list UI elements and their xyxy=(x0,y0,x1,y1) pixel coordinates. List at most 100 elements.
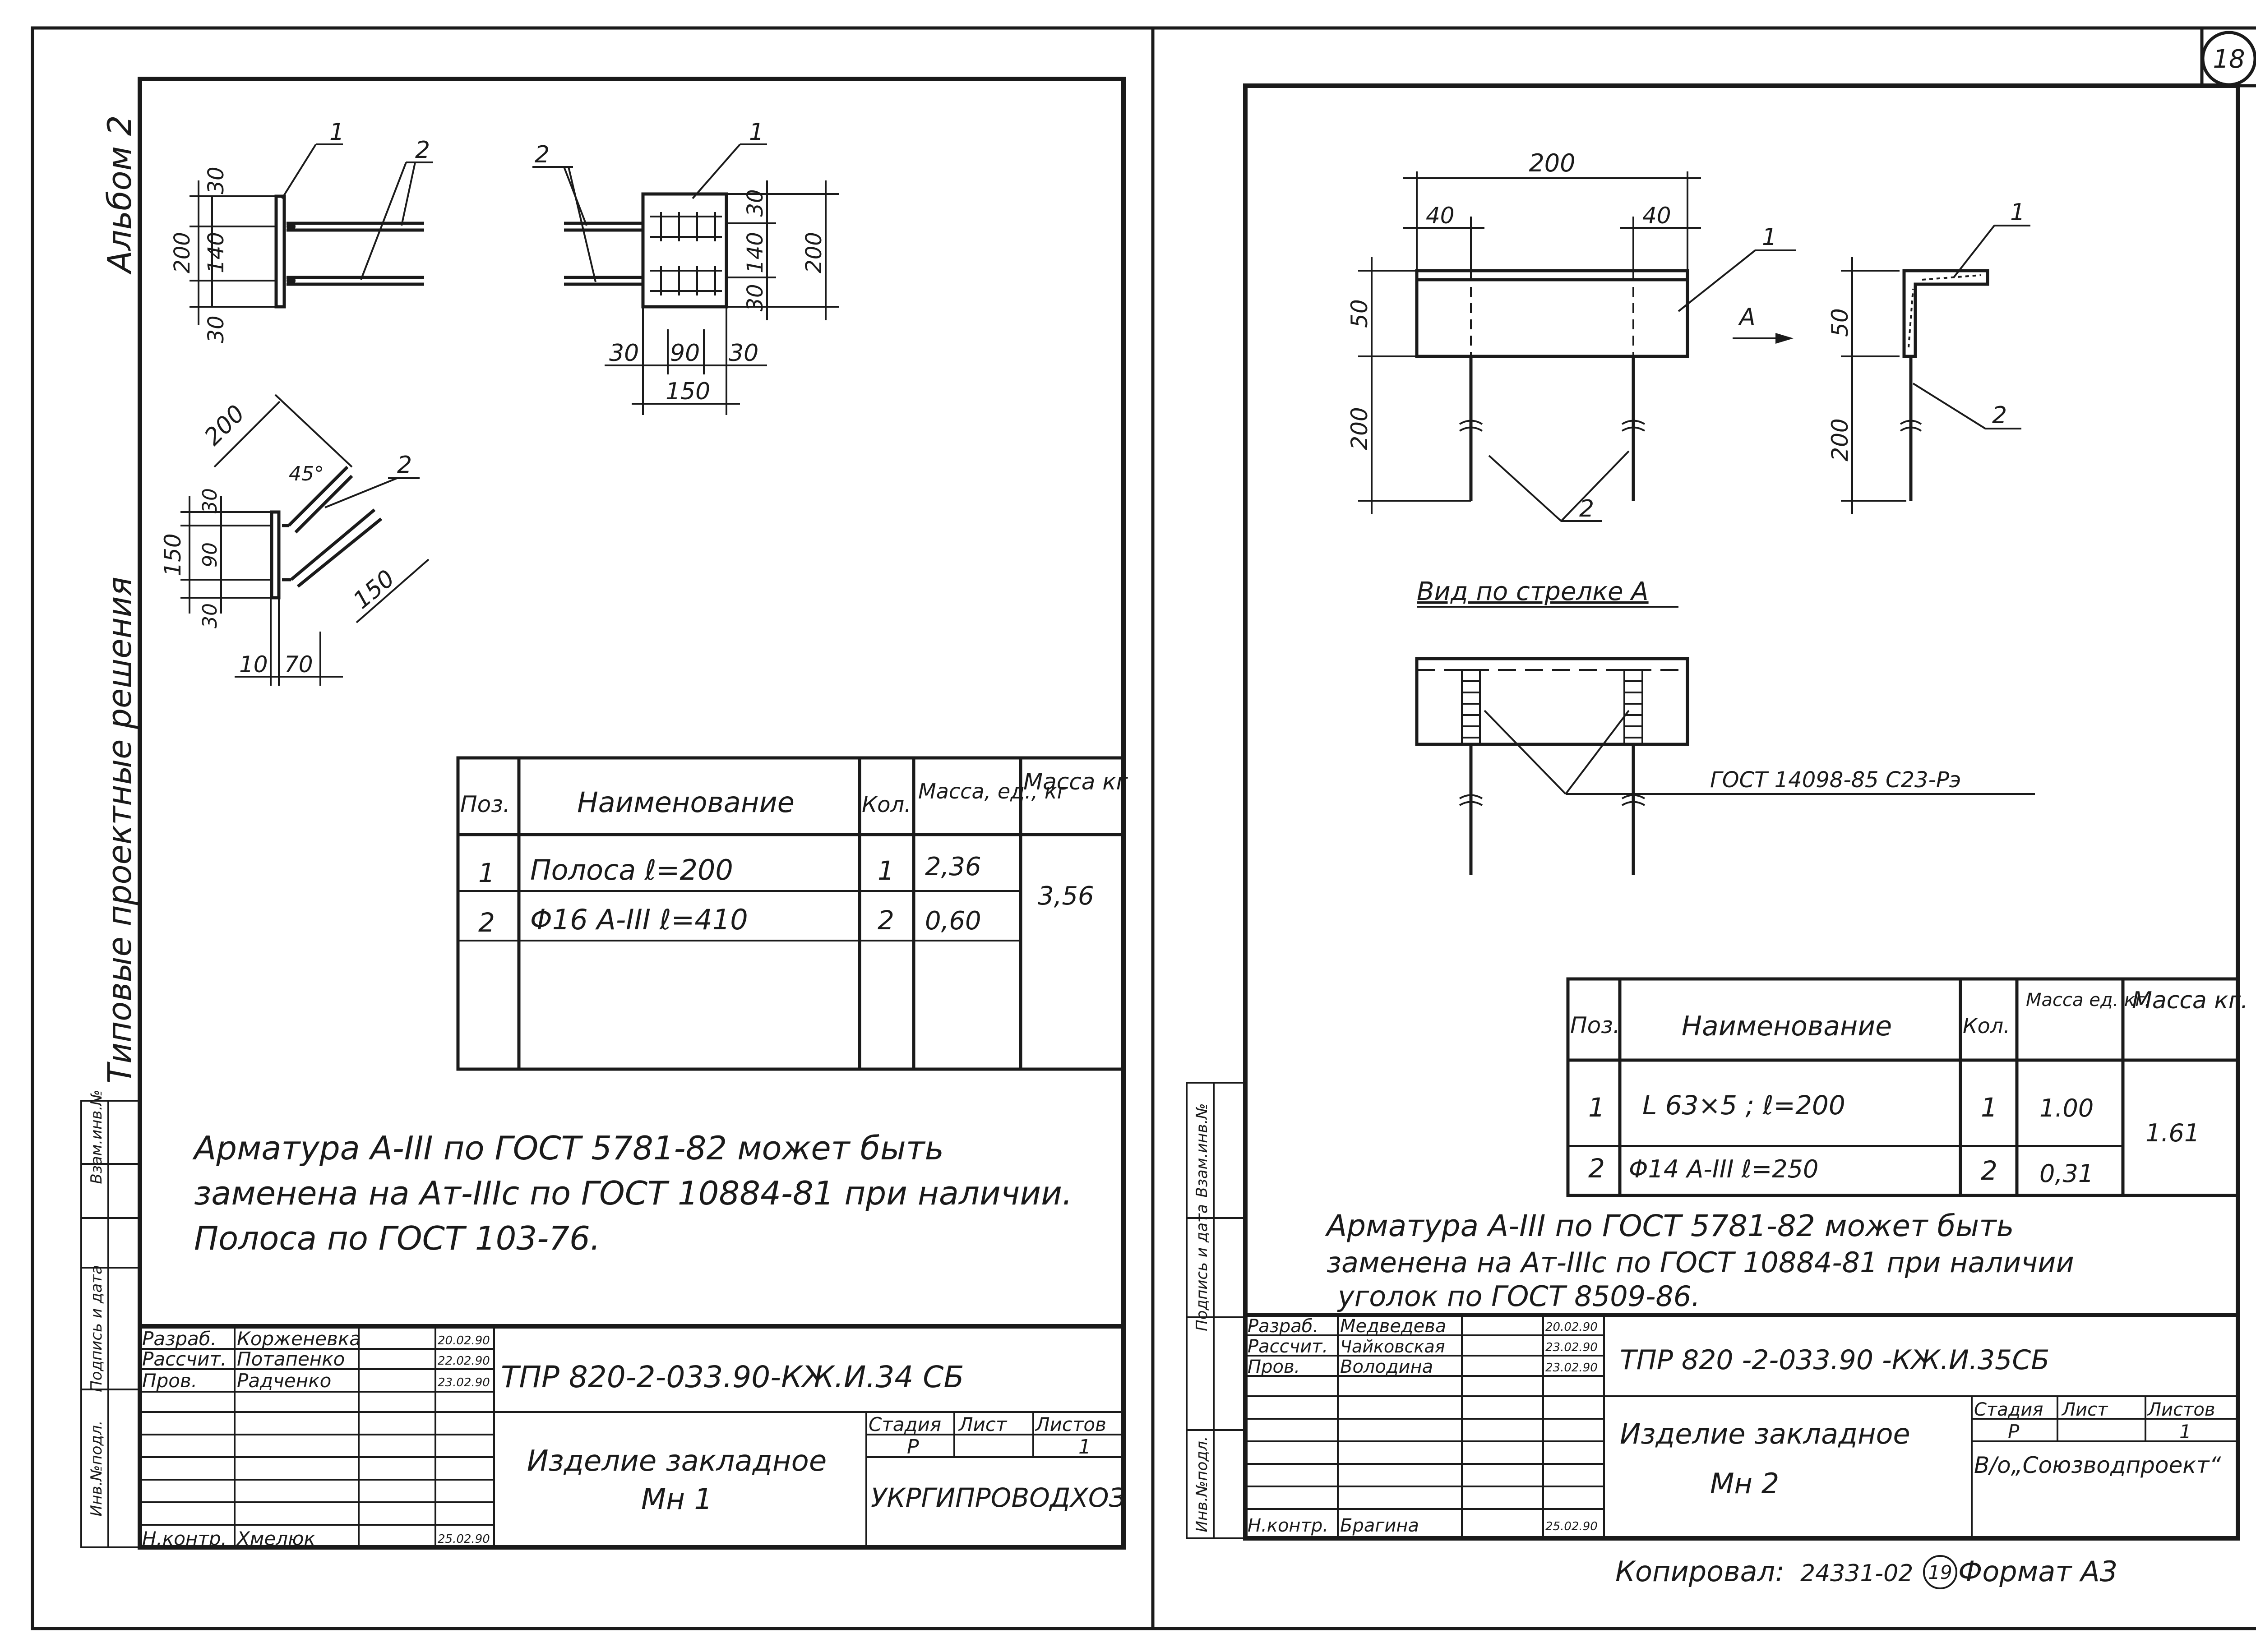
spec-h-name: Наименование xyxy=(577,786,795,819)
svg-text:23.02.90: 23.02.90 xyxy=(1545,1361,1598,1375)
svg-text:Кол.: Кол. xyxy=(1963,1014,2010,1038)
outer-frame xyxy=(31,26,2256,1630)
svg-text:150: 150 xyxy=(348,565,400,614)
svg-text:200: 200 xyxy=(1827,418,1853,461)
svg-text:2: 2 xyxy=(535,141,550,168)
svg-text:20.02.90: 20.02.90 xyxy=(1545,1320,1598,1334)
spec-h-pos: Поз. xyxy=(460,791,510,817)
svg-text:2: 2 xyxy=(1579,495,1594,522)
svg-text:23.02.90: 23.02.90 xyxy=(1545,1341,1598,1354)
svg-text:2: 2 xyxy=(878,905,894,936)
svg-text:25.02.90: 25.02.90 xyxy=(1545,1520,1598,1533)
svg-text:Масса ед. кг.: Масса ед. кг. xyxy=(2026,990,2150,1011)
svg-text:200: 200 xyxy=(801,232,827,273)
svg-text:Потапенко: Потапенко xyxy=(237,1348,345,1370)
svg-text:1: 1 xyxy=(2010,199,2025,226)
svg-text:1: 1 xyxy=(878,855,894,886)
view-a-caption: Вид по стрелке А xyxy=(1417,577,1649,606)
right-org: В/о„Союзводпроект“ xyxy=(1974,1452,2222,1478)
svg-text:50: 50 xyxy=(1827,308,1853,337)
svg-text:1: 1 xyxy=(1762,224,1777,251)
left-title-block: Разраб. Рассчит. Пров. Н.контр. Корженев… xyxy=(138,1324,1126,1550)
left-spec-table: Поз. Наименование Кол. Масса, ед., кг Ма… xyxy=(456,756,1128,1071)
right-footer: Копировал: 24331-02 19 Формат А3 xyxy=(1615,1555,2117,1589)
svg-text:30: 30 xyxy=(743,284,768,311)
svg-text:Брагина: Брагина xyxy=(1340,1515,1419,1536)
svg-text:30: 30 xyxy=(729,340,758,367)
right-title-block: Разраб. Рассчит. Пров. Н.контр. Медведев… xyxy=(1243,1313,2240,1541)
svg-text:Поз.: Поз. xyxy=(1570,1012,1620,1038)
svg-text:Наименование: Наименование xyxy=(1682,1011,1892,1042)
svg-text:1: 1 xyxy=(2179,1421,2191,1443)
left-side-stamp: Альбом 2 Типовые проектные решения Инв.№… xyxy=(80,115,141,1548)
page-number: 18 xyxy=(2213,45,2245,74)
svg-text:Листов: Листов xyxy=(2147,1399,2215,1420)
svg-text:200: 200 xyxy=(1529,149,1575,177)
left-sheet: Альбом 2 Типовые проектные решения Инв.№… xyxy=(80,77,1128,1550)
svg-text:0,31: 0,31 xyxy=(2039,1159,2094,1188)
svg-text:Медведева: Медведева xyxy=(1340,1316,1446,1337)
svg-text:Копировал:: Копировал: xyxy=(1615,1555,1784,1588)
svg-text:20.02.90: 20.02.90 xyxy=(438,1334,490,1347)
drawing-mn1-plan: 30 140 30 200 30 90 30 150 1 2 xyxy=(532,119,839,415)
svg-text:1: 1 xyxy=(478,858,495,888)
left-doc-code: ТПР 820-2-033.90-КЖ.И.34 СБ xyxy=(501,1360,964,1394)
svg-text:30: 30 xyxy=(609,340,639,367)
series-label: Типовые проектные решения xyxy=(101,577,139,1083)
drawing-mn1-side: 200 30 140 30 1 2 xyxy=(170,119,433,343)
svg-text:Корженевка: Корженевка xyxy=(237,1328,361,1350)
svg-text:1.00: 1.00 xyxy=(2039,1094,2094,1122)
svg-text:Разраб.: Разраб. xyxy=(1248,1316,1318,1337)
svg-text:40: 40 xyxy=(1426,203,1455,229)
svg-text:Полоса ℓ=200: Полоса ℓ=200 xyxy=(530,854,733,886)
svg-text:Формат А3: Формат А3 xyxy=(1958,1555,2117,1588)
svg-text:2: 2 xyxy=(1588,1153,1605,1184)
left-doc-title: Изделие закладное xyxy=(527,1444,827,1478)
svg-text:1: 1 xyxy=(1588,1092,1605,1123)
right-doc-code: ТПР 820 -2-033.90 -КЖ.И.35СБ xyxy=(1620,1344,2049,1376)
svg-text:2: 2 xyxy=(1981,1155,1997,1186)
right-doc-subtitle: Мн 2 xyxy=(1710,1467,1779,1500)
right-side-stamp: Инв.№подл. Подпись и дата Взам.инв.№ xyxy=(1186,1082,1246,1539)
svg-text:45°: 45° xyxy=(289,462,324,485)
svg-text:50: 50 xyxy=(1346,299,1373,328)
svg-text:2,36: 2,36 xyxy=(925,852,981,881)
svg-text:Стадия: Стадия xyxy=(869,1413,941,1435)
svg-text:1.61: 1.61 xyxy=(2145,1119,2200,1147)
svg-text:Володина: Володина xyxy=(1340,1357,1433,1377)
svg-text:30: 30 xyxy=(199,603,222,628)
svg-text:90: 90 xyxy=(670,340,700,367)
album-label: Альбом 2 xyxy=(101,115,139,274)
left-org: УКРГИПРОВОДХОЗ xyxy=(871,1482,1126,1513)
svg-text:Лист: Лист xyxy=(958,1413,1008,1435)
svg-text:140: 140 xyxy=(203,232,229,273)
svg-text:Подпись и дата: Подпись и дата xyxy=(1193,1204,1211,1331)
spec-h-mass: Масса кг xyxy=(1023,769,1128,795)
right-spec-table: Поз. Наименование Кол. Масса ед. кг. Мас… xyxy=(1566,977,2248,1197)
svg-text:уголок по ГОСТ 8509-86.: уголок по ГОСТ 8509-86. xyxy=(1337,1280,1700,1313)
spec-h-qty: Кол. xyxy=(862,792,911,817)
svg-text:Φ16 A-III ℓ=410: Φ16 A-III ℓ=410 xyxy=(530,903,748,936)
svg-text:30: 30 xyxy=(743,189,768,217)
svg-text:3,56: 3,56 xyxy=(1038,881,1094,911)
svg-text:Полоса по ГОСТ 103-76.: Полоса по ГОСТ 103-76. xyxy=(194,1219,601,1257)
svg-text:Радченко: Радченко xyxy=(237,1370,331,1392)
svg-text:200: 200 xyxy=(1346,407,1373,450)
svg-text:Инв.№подл.: Инв.№подл. xyxy=(1193,1436,1211,1532)
svg-text:Φ14 A-III ℓ=250: Φ14 A-III ℓ=250 xyxy=(1629,1155,1818,1183)
svg-text:Н.контр.: Н.контр. xyxy=(142,1527,227,1550)
svg-text:1: 1 xyxy=(1078,1435,1091,1458)
svg-text:Взам.инв.№: Взам.инв.№ xyxy=(1193,1103,1211,1197)
svg-text:150: 150 xyxy=(666,378,710,405)
svg-text:0,60: 0,60 xyxy=(925,906,981,936)
svg-text:200: 200 xyxy=(170,232,195,273)
svg-text:Пров.: Пров. xyxy=(142,1370,197,1392)
svg-text:2: 2 xyxy=(397,452,412,479)
svg-text:Стадия: Стадия xyxy=(1974,1399,2043,1420)
svg-text:Арматура А-III по ГОСТ 5781-82: Арматура А-III по ГОСТ 5781-82 может быт… xyxy=(192,1129,944,1167)
svg-text:Арматура А-III по ГОСТ 5781: Арматура А-III по ГОСТ 5781-82 может быт… xyxy=(1325,1209,2014,1243)
right-doc-title: Изделие закладное xyxy=(1620,1417,1910,1450)
svg-text:1: 1 xyxy=(329,119,344,146)
svg-text:А: А xyxy=(1738,304,1756,331)
